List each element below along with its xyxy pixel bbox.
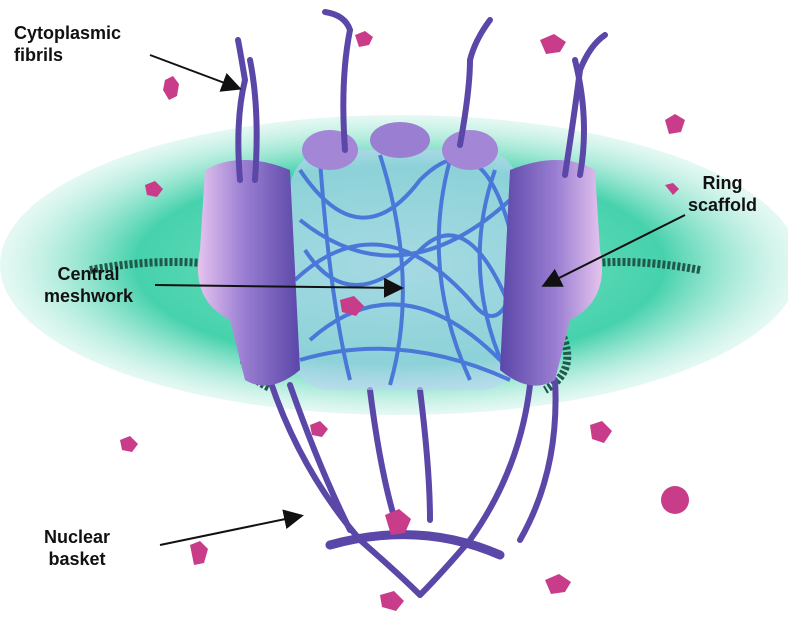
label-cytoplasmic-fibrils-line-2: fibrils: [14, 44, 121, 66]
label-nuclear-basket: Nuclear basket: [44, 526, 110, 570]
central-meshwork: [290, 150, 520, 390]
arrow-cytoplasmic-fibrils: [150, 55, 238, 88]
label-ring-scaffold-line-1: Ring: [688, 172, 757, 194]
label-cytoplasmic-fibrils-line-1: Cytoplasmic: [14, 22, 121, 44]
label-nuclear-basket-line-1: Nuclear: [44, 526, 110, 548]
label-nuclear-basket-line-2: basket: [44, 548, 110, 570]
label-central-meshwork: Central meshwork: [44, 263, 133, 307]
label-ring-scaffold: Ring scaffold: [688, 172, 757, 216]
label-central-meshwork-line-1: Central: [44, 263, 133, 285]
label-ring-scaffold-line-2: scaffold: [688, 194, 757, 216]
label-central-meshwork-line-2: meshwork: [44, 285, 133, 307]
arrow-nuclear-basket: [160, 516, 300, 545]
label-cytoplasmic-fibrils: Cytoplasmic fibrils: [14, 22, 121, 66]
